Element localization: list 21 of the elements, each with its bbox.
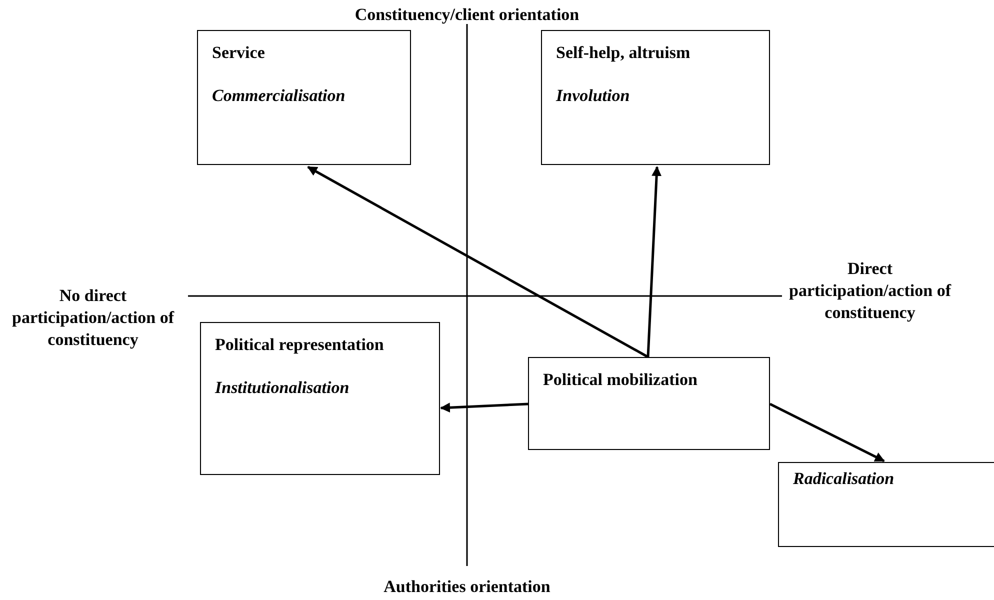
service-box [197, 30, 411, 165]
axis-label: Authorities orientation [382, 576, 552, 598]
representation-box [200, 322, 440, 475]
outcome-text: Commercialisation [212, 84, 346, 107]
arrow [646, 166, 662, 358]
outcome-text: Radicalisation [793, 468, 896, 490]
outcome-text: Involution [556, 84, 631, 107]
outcome-text: Institutionalisation [215, 376, 350, 399]
node-title: Self-help, altruism [556, 42, 692, 64]
arrow [307, 166, 649, 358]
node-title: Political mobilization [543, 369, 698, 391]
radicalisation-box [778, 462, 994, 547]
node-title: Service [212, 42, 266, 64]
node-title: Political representation [215, 334, 385, 356]
arrow [440, 402, 528, 413]
axis-label: Constituency/client orientation [354, 4, 580, 26]
axis-label: No direct participation/action of constituency [11, 285, 176, 352]
self-help-box [541, 30, 770, 165]
axis-label: Direct participation/action of constituency [788, 258, 952, 324]
mobilization-box [528, 357, 770, 450]
arrow [769, 402, 885, 462]
